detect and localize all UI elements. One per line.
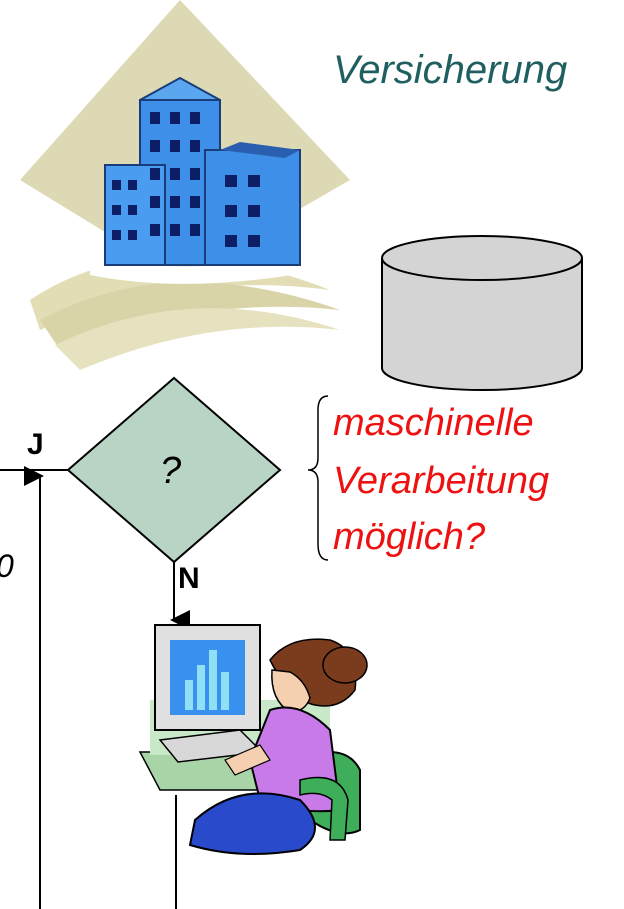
diagram-title: Versicherung bbox=[333, 48, 568, 92]
question-line-1: maschinelle bbox=[333, 402, 534, 444]
question-line-3: möglich? bbox=[333, 516, 486, 558]
question-line-2: Verarbeitung bbox=[333, 460, 550, 502]
decision-symbol: ? bbox=[160, 450, 182, 492]
no-label: N bbox=[178, 562, 200, 595]
building-clipart-icon bbox=[20, 0, 350, 370]
curly-brace bbox=[307, 395, 329, 561]
cut-off-text: 0 bbox=[0, 548, 14, 585]
office-worker-computer-icon bbox=[138, 624, 368, 855]
yes-label: J bbox=[27, 428, 44, 461]
database-cylinder-icon bbox=[381, 235, 583, 391]
